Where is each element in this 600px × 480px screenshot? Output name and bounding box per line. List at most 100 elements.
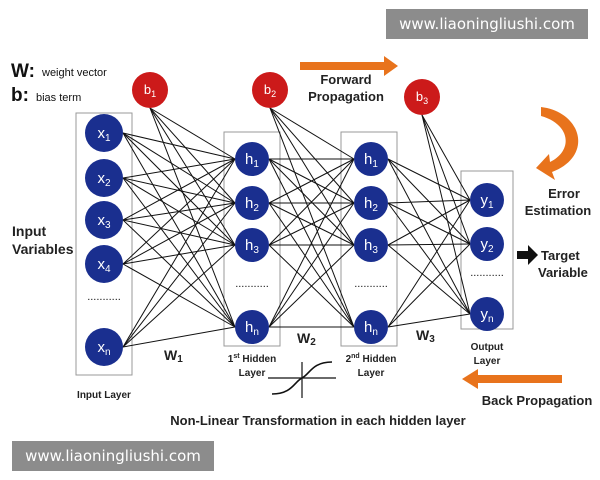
w3-edge-0-2 [387,158,471,315]
node-text-h1: h1 [364,151,378,170]
w3-edge-2-1 [387,243,471,246]
w1-edge-4-3 [122,326,236,348]
hidden1-label-line1: 1st Hidden [228,353,276,365]
node-text-y1: y1 [480,192,494,211]
w3-edge-3-0 [387,199,471,328]
input-layer-label: Input Layer [77,390,131,401]
w3-label: W3 [416,327,435,345]
watermark-bottom: www.liaoningliushi.com [12,441,214,471]
network-nodes: x1 x2 x3 x4 xn........... h1 h2 h3 hn...........… [85,72,504,366]
w1-edge-0-0 [122,132,236,160]
hidden1-node-3 [235,310,269,344]
w3-edge-1-1 [387,202,471,245]
bias1-edge-2 [149,107,236,246]
output-ellipsis: ........... [470,267,504,279]
w2-edge-1-0 [268,158,355,204]
error-curved-arrow [536,107,579,180]
legend-w-symbol: W: [11,61,35,82]
bias-node-1 [132,72,168,108]
w1-edge-2-0 [122,158,236,221]
hidden1-label-line2: Layer [239,368,266,379]
node-text-h1: h1 [245,151,259,170]
input-variables-label-line1: Input [12,223,47,239]
back-arrow [462,369,562,389]
node-text-x3: x3 [97,212,111,231]
input-ellipsis: ........... [87,291,121,303]
back-propagation-label: Back Propagation [482,393,593,408]
bias2-edge-1 [269,107,355,204]
output-label-line2: Layer [474,356,501,367]
w3-edge-3-1 [387,243,471,328]
target-arrow [517,245,538,265]
node-text-x1: x1 [97,125,111,144]
w3-edge-1-0 [387,199,471,204]
target-label-line2: Variable [538,265,588,280]
error-label-line1: Error [548,186,580,201]
node-text-b2: b2 [264,82,276,99]
hidden1-ellipsis: ........... [235,278,269,290]
w1-edge-3-1 [122,202,236,265]
node-text-xn: xn [97,339,110,358]
hidden2-node-3 [354,310,388,344]
caption: Non-Linear Transformation in each hidden… [170,413,465,428]
w3-edge-2-2 [387,244,471,315]
hidden2-node-1 [354,186,388,220]
hidden2-label-line1: 2nd Hidden [346,353,397,365]
node-text-hn: hn [364,319,378,338]
w3-edge-3-2 [387,313,471,328]
input-variables-label-line2: Variables [12,241,74,257]
watermark-top: www.liaoningliushi.com [386,9,588,39]
forward-arrow [300,56,398,76]
node-text-yn: yn [480,306,493,325]
node-text-x4: x4 [97,256,111,275]
hidden2-node-2 [354,228,388,262]
node-text-h2: h2 [364,195,378,214]
forward-label-line2: Propagation [308,89,384,104]
bias1-edge-1 [149,107,236,204]
target-label-line1: Target [541,248,580,263]
hidden1-node-0 [235,142,269,176]
hidden2-node-0 [354,142,388,176]
w2-edge-2-1 [268,202,355,246]
input-node-0 [85,114,123,152]
bias2-edge-2 [269,107,355,246]
node-text-h3: h3 [245,237,259,256]
hidden1-node-2 [235,228,269,262]
node-text-h3: h3 [364,237,378,256]
output-label-line1: Output [471,342,504,353]
w2-label: W2 [297,330,316,348]
bias2-edge-3 [269,107,355,328]
hidden2-label-line2: Layer [358,368,385,379]
w1-label: W1 [164,347,183,365]
w1-edge-3-2 [122,244,236,265]
w2-edge-2-0 [268,158,355,246]
w1-edge-1-1 [122,177,236,204]
node-text-b3: b3 [416,89,428,106]
forward-label-line1: Forward [320,72,371,87]
hidden1-node-1 [235,186,269,220]
w1-edge-2-2 [122,219,236,246]
legend-b-symbol: b: [11,85,29,106]
output-node-1 [470,227,504,261]
output-node-2 [470,297,504,331]
w1-edge-0-3 [122,132,236,328]
hidden2-ellipsis: ........... [354,278,388,290]
input-node-4 [85,328,123,366]
connection-edges [122,107,471,348]
w3-edge-1-2 [387,202,471,315]
bias3-edge-0 [421,114,471,201]
node-text-y2: y2 [480,236,494,255]
bias3-edge-2 [421,114,471,315]
bias1-edge-0 [149,107,236,160]
error-label-line2: Estimation [525,203,592,218]
node-text-x2: x2 [97,170,111,189]
w2-edge-3-1 [268,202,355,328]
input-node-2 [85,201,123,239]
bias3-edge-1 [421,114,471,245]
node-text-b1: b1 [144,82,156,99]
input-layer-box [75,112,133,376]
w1-edge-4-0 [122,158,236,348]
input-node-3 [85,245,123,283]
w1-edge-1-0 [122,158,236,179]
